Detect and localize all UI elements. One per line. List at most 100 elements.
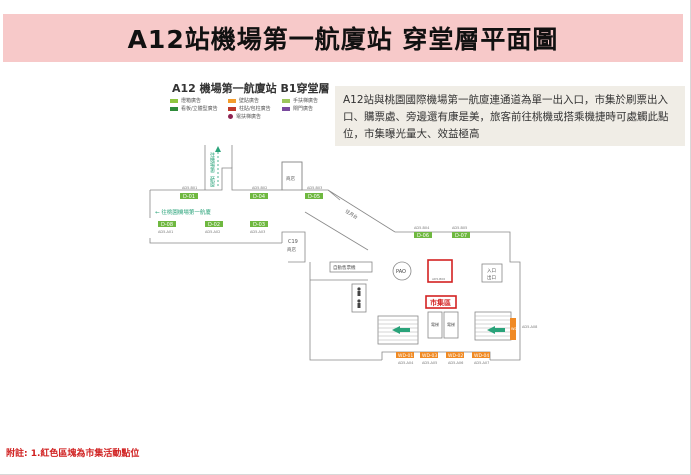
small-code: AD5-B04 [414,226,430,230]
ad-panel-label: D-04 [253,194,265,200]
info-sub-label: 出口 [487,274,496,281]
c19-label: C19 [288,239,298,245]
elevator-label: 電梯 [431,321,439,327]
person-head [357,287,361,291]
title-bar: A12站機場第一航廈站 穿堂層平面圖 [3,14,683,62]
info-callout: A12站與桃園國際機場第一航廈連通道為單一出入口，市集於刷票出入口、購票處、旁邊… [335,86,685,146]
up-arrow [215,146,221,186]
ad-panel [446,352,464,358]
ad-panel [158,221,176,227]
ad-panel [250,193,268,199]
legend-item: 燈箱廣告 [170,97,201,104]
shop-label: 商店 [286,175,295,182]
wall-line [281,231,306,263]
ad-panel [205,221,223,227]
ad-panel-label: D-02 [208,222,220,228]
market-area-label: 市集區 [430,298,451,307]
ad-panel-label: D-08 [161,222,173,228]
ad-panel-label: D-06 [417,233,429,239]
ad-panel-label: WD-01 [398,353,413,359]
person-body [357,303,361,308]
ad-panel-label: WD [511,327,517,331]
green-panels-right: D-06 D-07 AD5-B04 AD5-B05 [414,226,470,239]
legend-swatch [228,106,236,111]
ad-panel-side [510,318,516,340]
ad-panel [180,193,198,199]
legend-item: 柱貼/包柱廣告 [228,105,271,112]
restroom-box [351,283,367,313]
stair-arrows [392,326,505,334]
orange-panels: WD-01 WD-03 WD-02 WD-04 WD AD5-A04 AD5-A… [396,318,537,365]
small-code: AD5-A01 [158,230,173,234]
ad-panel-label: D-01 [183,194,195,200]
small-code: AD5-B06 [432,277,445,281]
green-panels-top: D-01 D-04 D-05 AD5-B01 AD5-B02 AD5-B03 [180,186,323,200]
slide-title: A12站機場第一航廈站 穿堂層平面圖 [127,25,559,54]
restroom-icon [357,287,361,308]
c19-sub-label: 商店 [287,246,296,253]
elevator-box [427,311,443,339]
person-body [357,291,361,296]
ad-panel-label: D-03 [253,222,265,228]
ad-panel-label: WD-03 [422,353,437,359]
ad-panel [305,193,323,199]
footnote: 附註: 1.紅色區塊為市集活動點位 [6,449,140,459]
ad-panel-label: WD-04 [474,353,489,359]
elevator-box [443,311,459,339]
wall-line [309,262,382,361]
legend-swatch [282,106,290,111]
legend-item: 壁貼廣告 [228,97,259,104]
legend-dot [228,114,233,119]
small-code: AD5-A07 [474,361,489,365]
ad-panel-label: WD-02 [448,353,463,359]
wall-line [327,189,396,233]
ad-panel [420,352,438,358]
pao-circle [392,261,412,281]
small-code: AD5-A06 [448,361,463,365]
info-box [481,263,503,283]
small-code: AD5-B03 [307,186,322,190]
wall-line [149,238,282,244]
elevator-label: 電梯 [447,321,455,327]
legend-swatch [170,98,178,103]
small-code: AD5-A08 [522,325,537,329]
ad-panel-label: D-05 [308,194,320,200]
vending-box [329,261,373,273]
info-label: 入口 [487,268,496,274]
arrow-up-icon [215,146,221,152]
market-area-box [425,295,457,309]
ad-panel [396,352,414,358]
arrow-left-icon [392,326,410,334]
small-code: AD5-B02 [252,186,267,190]
map-title: A12 機場第一航廈站 B1穿堂層 [172,82,330,95]
escalator-label: 往月台 [344,208,360,221]
green-panels-mid: D-08 D-02 D-03 AD5-A01 AD5-A02 AD5-A03 [158,221,268,234]
vending-label: 自動售票機 [333,264,356,271]
arrow-left-icon [487,326,505,334]
wall-line [304,211,369,251]
up-direction-label: 往機場第二航廈 [209,151,215,188]
legend-item: 電扶梯廣告 [228,113,261,120]
legend-item: 手扶梯廣告 [282,97,318,104]
exit-direction-label: ← 往桃園機場第一航廈 [155,208,211,216]
small-code: AD5-B01 [182,186,197,190]
small-code: AD5-A02 [205,230,220,234]
ad-panel-label: D-07 [455,233,467,239]
person-head [357,299,361,303]
legend-item: 看板/立體型廣告 [170,105,218,112]
wall-line [395,231,521,361]
small-code: AD5-A04 [398,361,414,365]
small-code: AD5-A05 [422,361,437,365]
stair-left [377,315,419,345]
pao-label: PAO [396,269,406,275]
ad-panel [472,352,490,358]
legend-swatch [170,106,178,111]
walls [149,145,521,361]
legend-item: 閘門廣告 [282,105,313,112]
market-spot-box [427,259,453,283]
ad-panel [414,232,432,238]
ad-panel [250,221,268,227]
shop-box [281,161,303,191]
